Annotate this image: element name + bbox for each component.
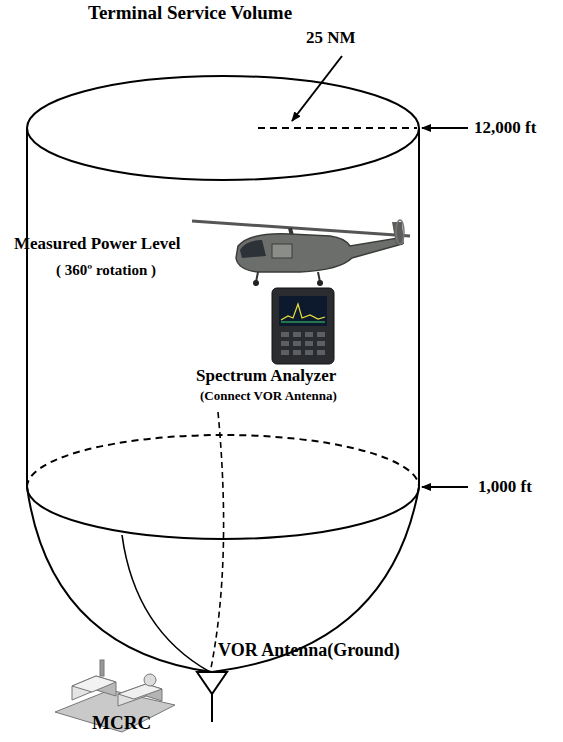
building-roof: [72, 676, 116, 692]
tower: [100, 660, 104, 676]
leader-arrow: [292, 56, 342, 121]
door: [272, 244, 292, 258]
site-label: MCRC: [92, 712, 151, 734]
antenna-label: VOR Antenna(Ground): [218, 640, 400, 661]
device-note: (Connect VOR Antenna): [200, 389, 337, 404]
cockpit-window: [240, 240, 266, 258]
spectrum-trace: [281, 304, 325, 320]
altitude-label: 1,000 ft: [478, 477, 532, 497]
tail-rotor: [396, 220, 404, 244]
cone-hidden-line: [211, 412, 224, 668]
cylinder-side: [26, 128, 28, 487]
antenna-triangle: [197, 672, 227, 694]
helicopter-body: [236, 234, 402, 272]
radius-label: 25 NM: [306, 28, 356, 48]
analyzer-screen: [279, 296, 327, 326]
cone-inner-line: [122, 535, 210, 672]
top-ellipse: [27, 76, 419, 180]
radius-line: [258, 127, 417, 129]
measurement-label: Measured Power Level: [14, 234, 181, 254]
spectrum-trace: [281, 322, 325, 323]
radar-dome: [144, 674, 156, 686]
measurement-note: ( 360º rotation ): [56, 262, 156, 279]
altitude-arrow: [422, 486, 468, 488]
diagram-title: Terminal Service Volume: [88, 2, 292, 24]
antenna-mast: [211, 694, 213, 722]
altitude-arrow: [422, 127, 468, 129]
building-roof: [118, 684, 162, 699]
cone-outline: [212, 487, 419, 672]
wheel: [253, 280, 259, 286]
landing-gear: [256, 272, 320, 282]
wheel: [317, 280, 323, 286]
service-volume-cylinder: [27, 76, 419, 672]
rotor-blade: [192, 221, 410, 236]
spectrum-analyzer-device: [272, 288, 334, 364]
cone-outline: [27, 487, 212, 672]
cylinder-side: [418, 128, 420, 487]
vor-antenna-symbol: [197, 672, 227, 722]
keypad: [281, 332, 325, 355]
helicopter: [192, 220, 410, 286]
analyzer-case: [272, 288, 334, 364]
altitude-label: 12,000 ft: [474, 118, 536, 138]
device-label: Spectrum Analyzer: [196, 366, 336, 386]
bottom-ellipse-back: [27, 435, 419, 487]
